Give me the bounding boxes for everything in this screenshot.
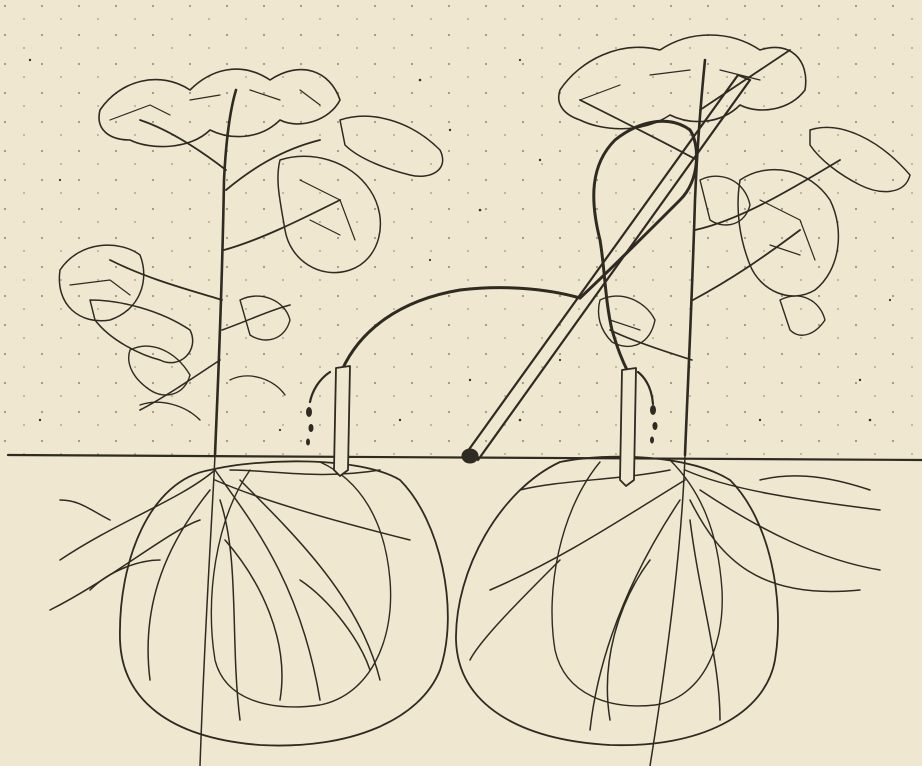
emitter-peg-left [334,366,350,476]
root-system-left [50,455,410,766]
root-system-right [470,455,880,766]
wetted-soil-zone-right [456,457,778,746]
wetted-soil-zone-left [120,461,448,745]
air-speckle [0,0,922,455]
emitter-peg-right [620,368,636,486]
